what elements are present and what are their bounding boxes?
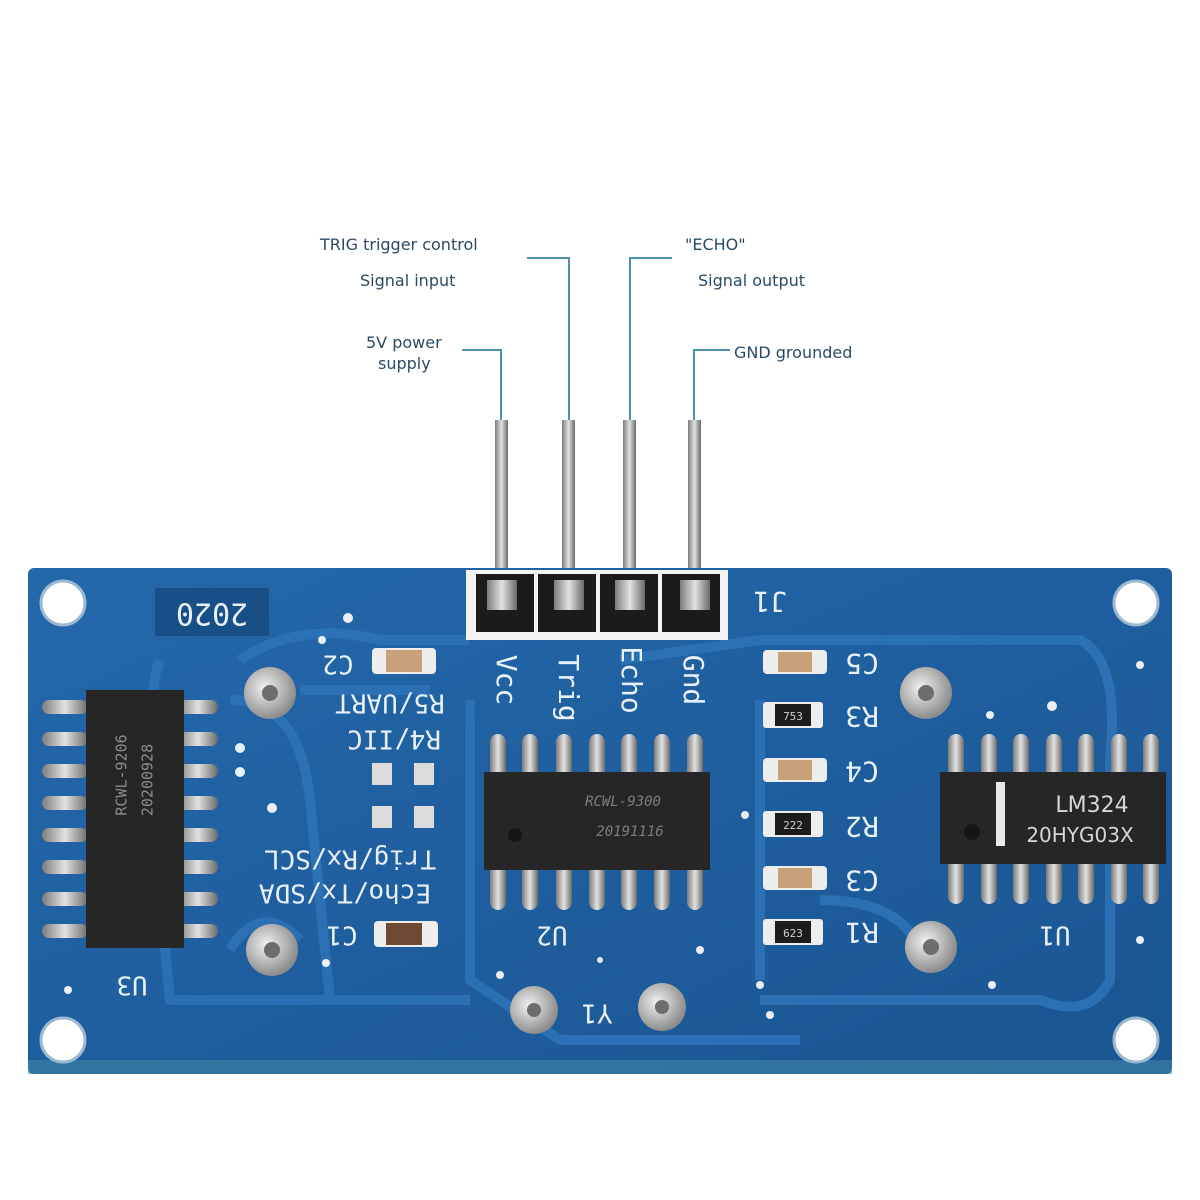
r1-code: 623 <box>783 927 803 940</box>
chip-u3 <box>42 690 218 948</box>
silk-r4-iic: R4/IIC <box>347 724 441 754</box>
silk-c3: C3 <box>845 864 879 897</box>
echo-callout-title: "ECHO" <box>685 235 746 254</box>
gnd-callout-title: GND grounded <box>734 343 853 362</box>
r3-code: 753 <box>783 710 803 723</box>
silk-trig-rx-scl: Trig/Rx/SCL <box>264 844 436 874</box>
silk-u2: U2 <box>536 920 567 950</box>
silk-r5-uart: R5/UART <box>335 688 445 718</box>
header-pins <box>495 420 701 610</box>
pin-label-echo: Echo <box>615 646 648 713</box>
header-housing-j1 <box>466 570 728 640</box>
silk-u1: U1 <box>1039 920 1070 950</box>
connector-label-j1: J1 <box>753 585 787 618</box>
silk-c5: C5 <box>845 647 879 680</box>
vcc-leader <box>462 349 502 422</box>
silk-c1: C1 <box>326 920 357 950</box>
r2-code: 222 <box>783 819 803 832</box>
year-box <box>155 588 269 636</box>
echo-callout-subtitle: Signal output <box>698 271 806 290</box>
chip-u3-marking-1: RCWL-9206 <box>113 734 131 815</box>
smd-components <box>372 648 827 947</box>
vcc-callout-title: 5V power <box>366 333 442 352</box>
trig-leader <box>527 257 570 422</box>
pin-trig <box>562 420 575 610</box>
vcc-callout-subtitle: supply <box>378 354 431 373</box>
chip-u1-marking-1: LM324 <box>1055 793 1128 818</box>
pin-label-gnd: Gnd <box>677 655 710 706</box>
mounting-holes <box>39 579 1160 1064</box>
trig-callout-subtitle: Signal input <box>360 271 456 290</box>
chip-u3-marking-2: 20200928 <box>139 744 157 816</box>
pin-label-trig: Trig <box>552 654 585 721</box>
silk-echo-tx-sda: Echo/Tx/SDA <box>259 878 432 908</box>
chip-u2-marking-1: RCWL-9300 <box>585 794 661 810</box>
chip-u2 <box>484 734 710 910</box>
silk-u3: U3 <box>116 970 147 1000</box>
silk-r3: R3 <box>845 700 879 733</box>
pin-label-vcc: Vcc <box>490 655 523 706</box>
through-hole-pads <box>244 667 957 1034</box>
silk-c4: C4 <box>845 755 879 788</box>
silk-r2: R2 <box>845 810 879 843</box>
trig-callout-title: TRIG trigger control <box>320 235 478 254</box>
pin-vcc <box>495 420 508 610</box>
pin-gnd <box>688 420 701 610</box>
silk-c2: C2 <box>322 649 353 679</box>
callout-leaders <box>462 257 730 422</box>
silk-y1: Y1 <box>581 998 612 1028</box>
gnd-leader <box>693 349 730 422</box>
silk-r1: R1 <box>845 916 879 949</box>
echo-leader <box>629 257 672 422</box>
pin-echo <box>623 420 636 610</box>
chip-u1-marking-2: 20HYG03X <box>1026 823 1134 847</box>
year-mark: 2020 <box>176 596 248 631</box>
chip-u1 <box>940 734 1166 904</box>
chip-u2-marking-2: 20191116 <box>596 824 663 840</box>
